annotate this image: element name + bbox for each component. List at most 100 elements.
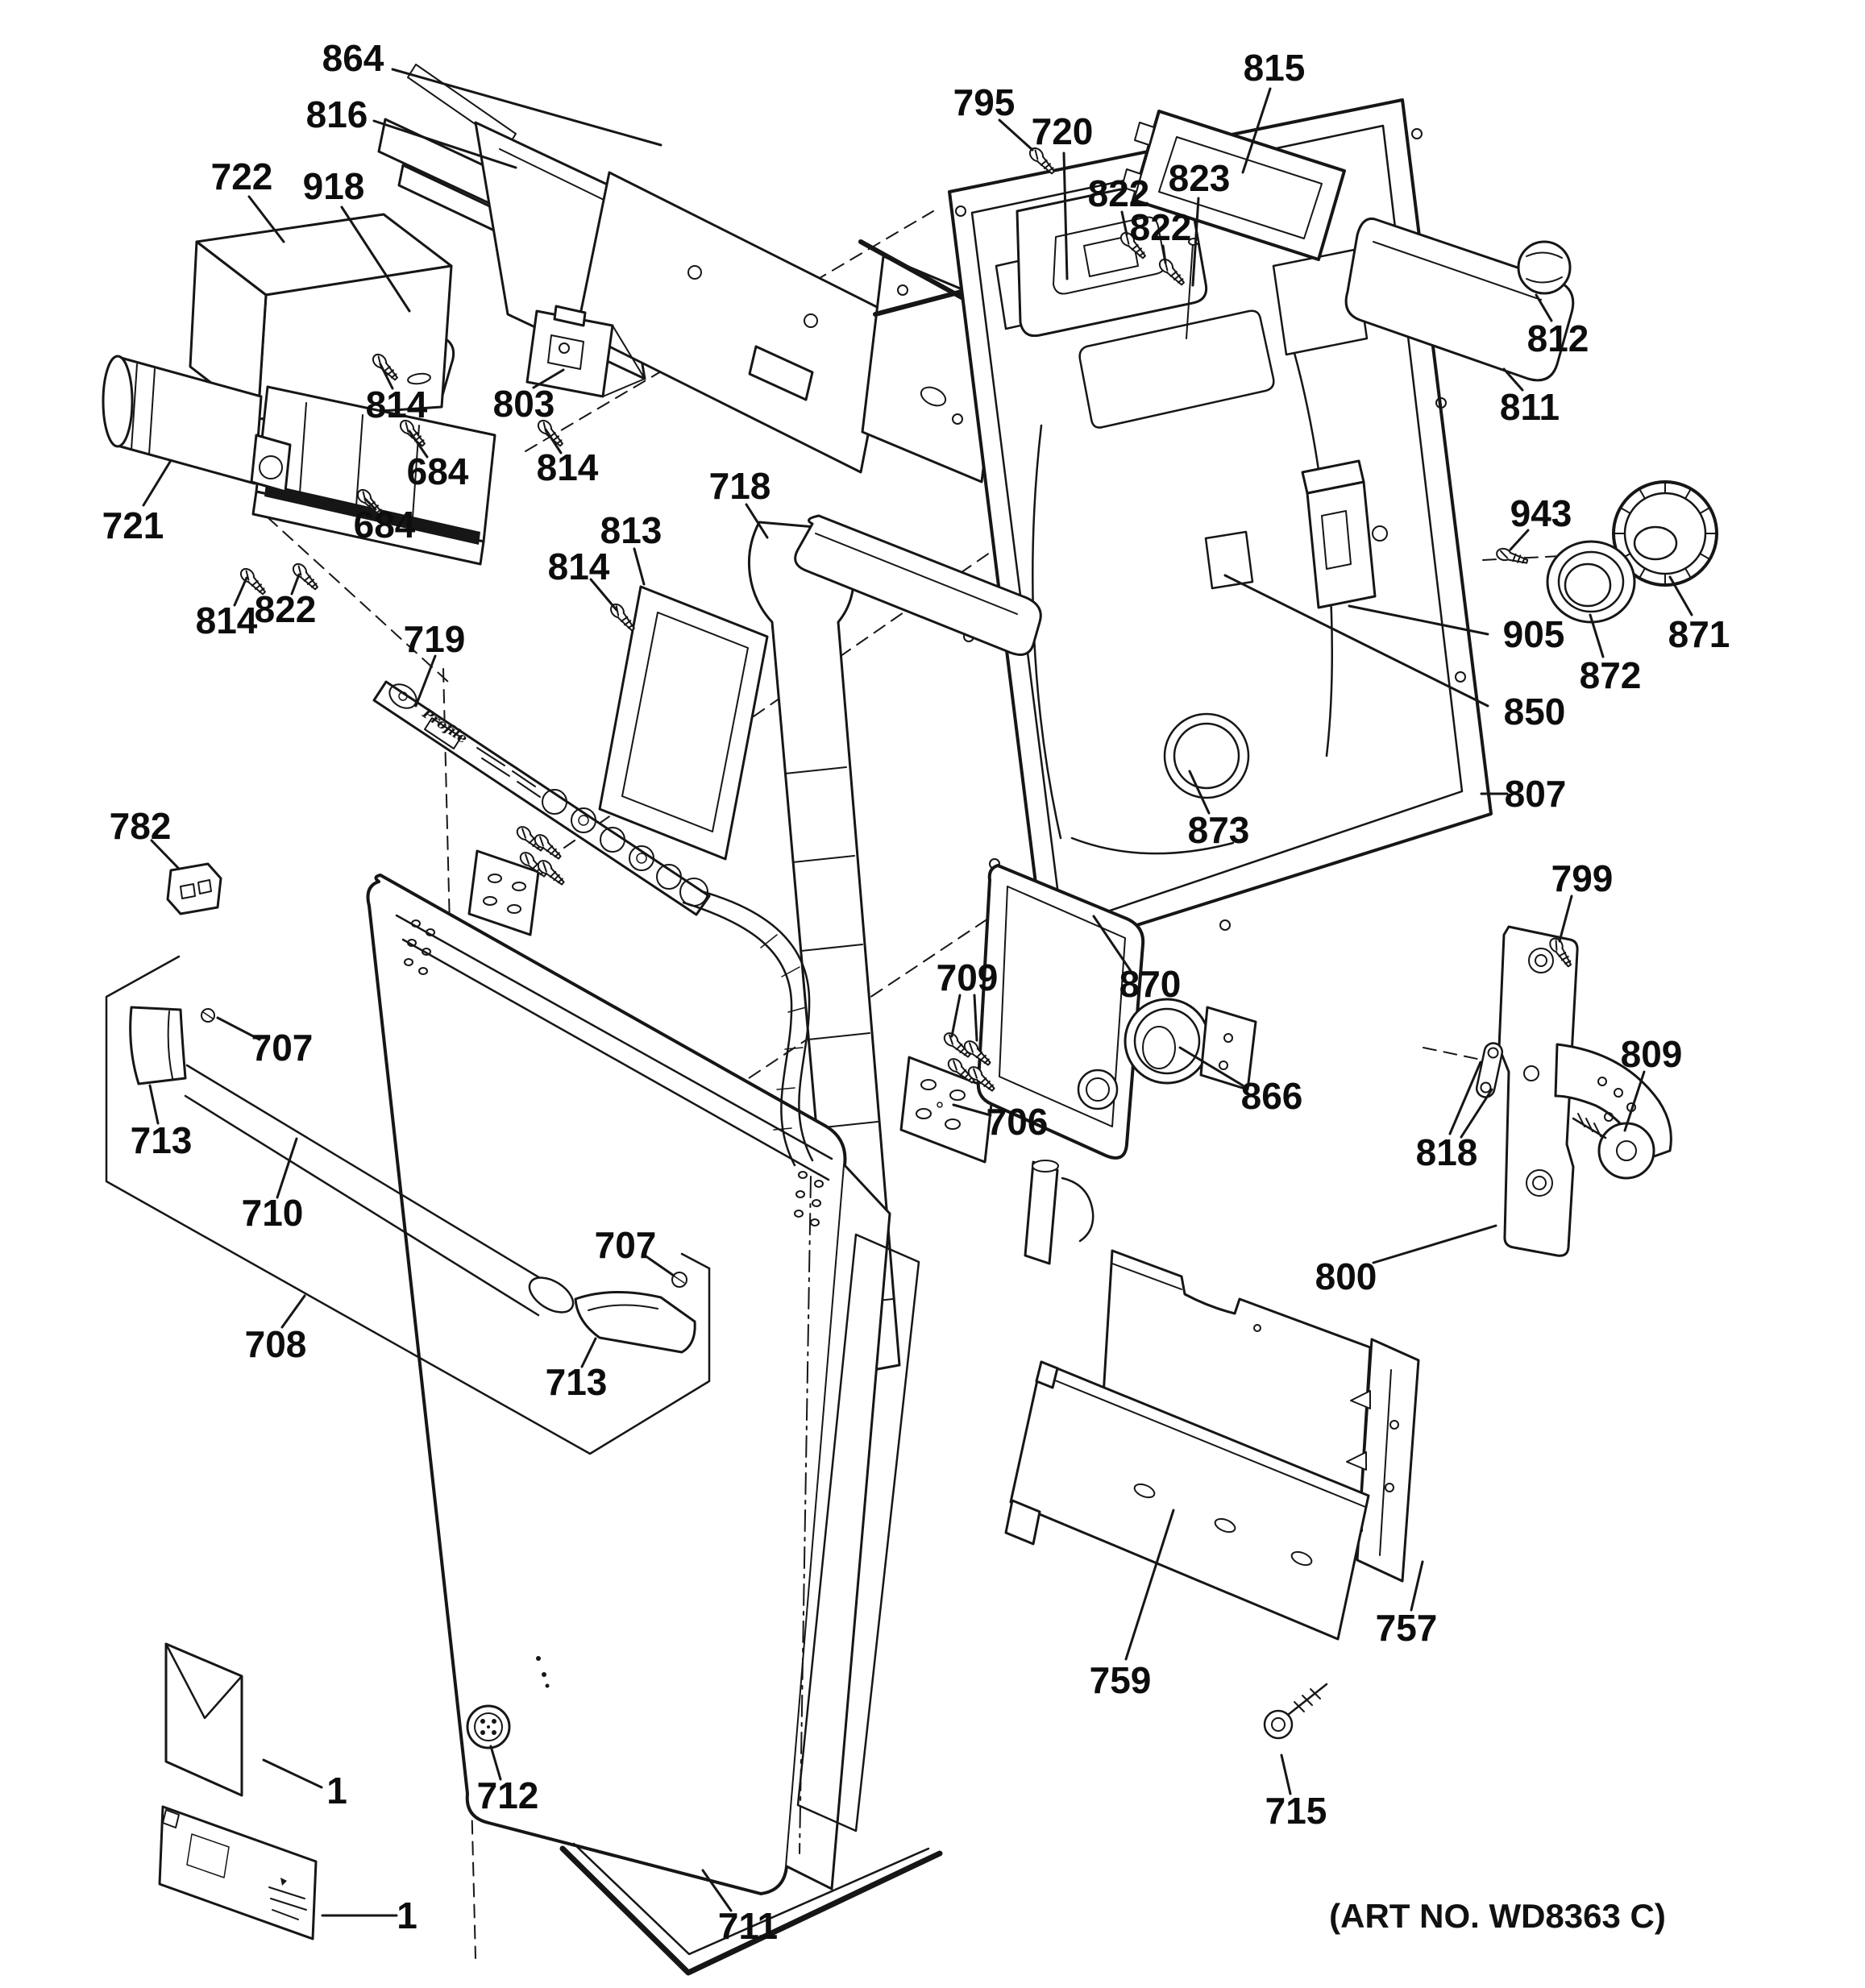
part-number-label: 823 bbox=[1169, 157, 1231, 199]
callout-720: 720 bbox=[1032, 110, 1094, 280]
callout-815: 815 bbox=[1241, 47, 1305, 174]
vent-fan-866 bbox=[1024, 998, 1257, 1265]
leader-line bbox=[950, 994, 962, 1038]
part-number-label: 706 bbox=[986, 1101, 1049, 1143]
callout-943: 943 bbox=[1509, 492, 1572, 551]
leader-line bbox=[148, 1084, 160, 1125]
part-number-label: 707 bbox=[595, 1224, 657, 1266]
leader-line bbox=[363, 497, 377, 511]
door-latch-905 bbox=[1301, 459, 1388, 609]
part-number-label: 905 bbox=[1503, 613, 1565, 655]
vent-housing-811 bbox=[1344, 217, 1575, 382]
leader-line bbox=[1191, 197, 1200, 287]
callout-811: 811 bbox=[1500, 367, 1560, 428]
hinge-arm-800 bbox=[1497, 925, 1579, 1257]
panel-button-icon bbox=[656, 864, 682, 890]
leader-line bbox=[1460, 1088, 1493, 1139]
part-number-label: 814 bbox=[537, 446, 599, 488]
leader-line bbox=[1502, 367, 1524, 392]
door-handle-718 bbox=[748, 514, 1042, 1378]
part-number-label: 720 bbox=[1032, 110, 1094, 152]
leader-line bbox=[1223, 574, 1489, 708]
part-number-label: 918 bbox=[303, 165, 365, 207]
mini-manual-card bbox=[158, 1805, 318, 1940]
callout-812: 812 bbox=[1527, 293, 1589, 359]
leader-line bbox=[1280, 1754, 1292, 1795]
callout-684: 684 bbox=[407, 430, 469, 492]
leader-line bbox=[643, 1254, 675, 1277]
callout-816: 816 bbox=[306, 93, 517, 169]
panel-button-icon bbox=[542, 789, 567, 815]
part-number-label: 710 bbox=[242, 1192, 304, 1234]
hinge-assembly bbox=[1475, 925, 1672, 1257]
leader-line bbox=[1372, 1224, 1497, 1264]
leader-line bbox=[1241, 87, 1272, 174]
lower-access-panels bbox=[1004, 1249, 1420, 1740]
callout-1: 1 bbox=[321, 1895, 417, 1936]
part-number-label: 811 bbox=[1500, 386, 1560, 428]
part-number-label: 813 bbox=[600, 509, 663, 551]
callout-871: 871 bbox=[1668, 575, 1730, 655]
leader-line bbox=[952, 1103, 992, 1117]
dispenser-module-870 bbox=[976, 864, 1145, 1160]
part-number-label: 803 bbox=[493, 383, 555, 425]
door-button-712 bbox=[466, 1704, 511, 1749]
vent-nut-and-seal bbox=[1546, 480, 1718, 624]
leader-line bbox=[701, 1869, 733, 1912]
leader-line bbox=[1535, 293, 1553, 322]
leader-line bbox=[1668, 575, 1693, 616]
part-number-label: 870 bbox=[1119, 963, 1182, 1005]
leader-line bbox=[973, 994, 978, 1042]
leader-line bbox=[276, 1137, 298, 1199]
part-number-label: 822 bbox=[1130, 206, 1192, 248]
leader-line bbox=[290, 573, 301, 596]
leader-line bbox=[391, 68, 663, 147]
callout-712: 712 bbox=[477, 1745, 538, 1816]
leader-line bbox=[408, 430, 429, 459]
callout-814: 814 bbox=[366, 363, 428, 425]
part-number-label: 809 bbox=[1621, 1033, 1683, 1075]
leader-line bbox=[372, 119, 517, 169]
callout-814: 814 bbox=[548, 546, 618, 612]
hinge-grommet-809 bbox=[1572, 1113, 1655, 1180]
callout-684: 684 bbox=[354, 497, 416, 546]
part-number-label: 866 bbox=[1241, 1075, 1303, 1117]
part-number-label: 782 bbox=[110, 805, 172, 847]
vent-assembly bbox=[1121, 110, 1575, 382]
leader-line bbox=[1448, 1060, 1482, 1135]
callout-809: 809 bbox=[1621, 1033, 1683, 1132]
callout-918: 918 bbox=[303, 165, 411, 313]
handle-detail-inset bbox=[105, 955, 711, 1455]
part-number-label: 713 bbox=[546, 1361, 608, 1403]
leader-line bbox=[1589, 613, 1605, 658]
callout-905: 905 bbox=[1348, 604, 1565, 655]
leader-line bbox=[1120, 210, 1128, 236]
vent-seal-872 bbox=[1546, 540, 1636, 624]
pin-823 bbox=[1186, 243, 1194, 339]
callout-706: 706 bbox=[952, 1101, 1049, 1143]
leader-line bbox=[247, 195, 285, 243]
art-number: (ART NO. WD8363 C) bbox=[1329, 1897, 1666, 1935]
callout-799: 799 bbox=[1551, 857, 1613, 943]
part-number-label: 722 bbox=[211, 156, 273, 197]
leader-line bbox=[633, 547, 646, 586]
part-number-label: 800 bbox=[1315, 1255, 1377, 1297]
callout-850: 850 bbox=[1223, 574, 1566, 733]
part-number-label: 707 bbox=[251, 1027, 314, 1069]
callout-864: 864 bbox=[322, 37, 663, 147]
part-number-label: 708 bbox=[245, 1323, 307, 1365]
leader-line bbox=[532, 368, 565, 389]
part-number-label: 719 bbox=[404, 618, 466, 660]
callout-715: 715 bbox=[1265, 1754, 1327, 1832]
inset-frame bbox=[105, 955, 711, 1455]
part-number-label: 814 bbox=[366, 384, 428, 425]
part-number-label: 757 bbox=[1376, 1607, 1438, 1649]
part-number-label: 850 bbox=[1504, 691, 1566, 733]
callout-707: 707 bbox=[595, 1224, 675, 1277]
callout-822: 822 bbox=[1088, 172, 1149, 236]
part-number-label: 684 bbox=[407, 450, 469, 492]
callout-711: 711 bbox=[701, 1869, 778, 1947]
part-number-label: 873 bbox=[1188, 809, 1250, 851]
